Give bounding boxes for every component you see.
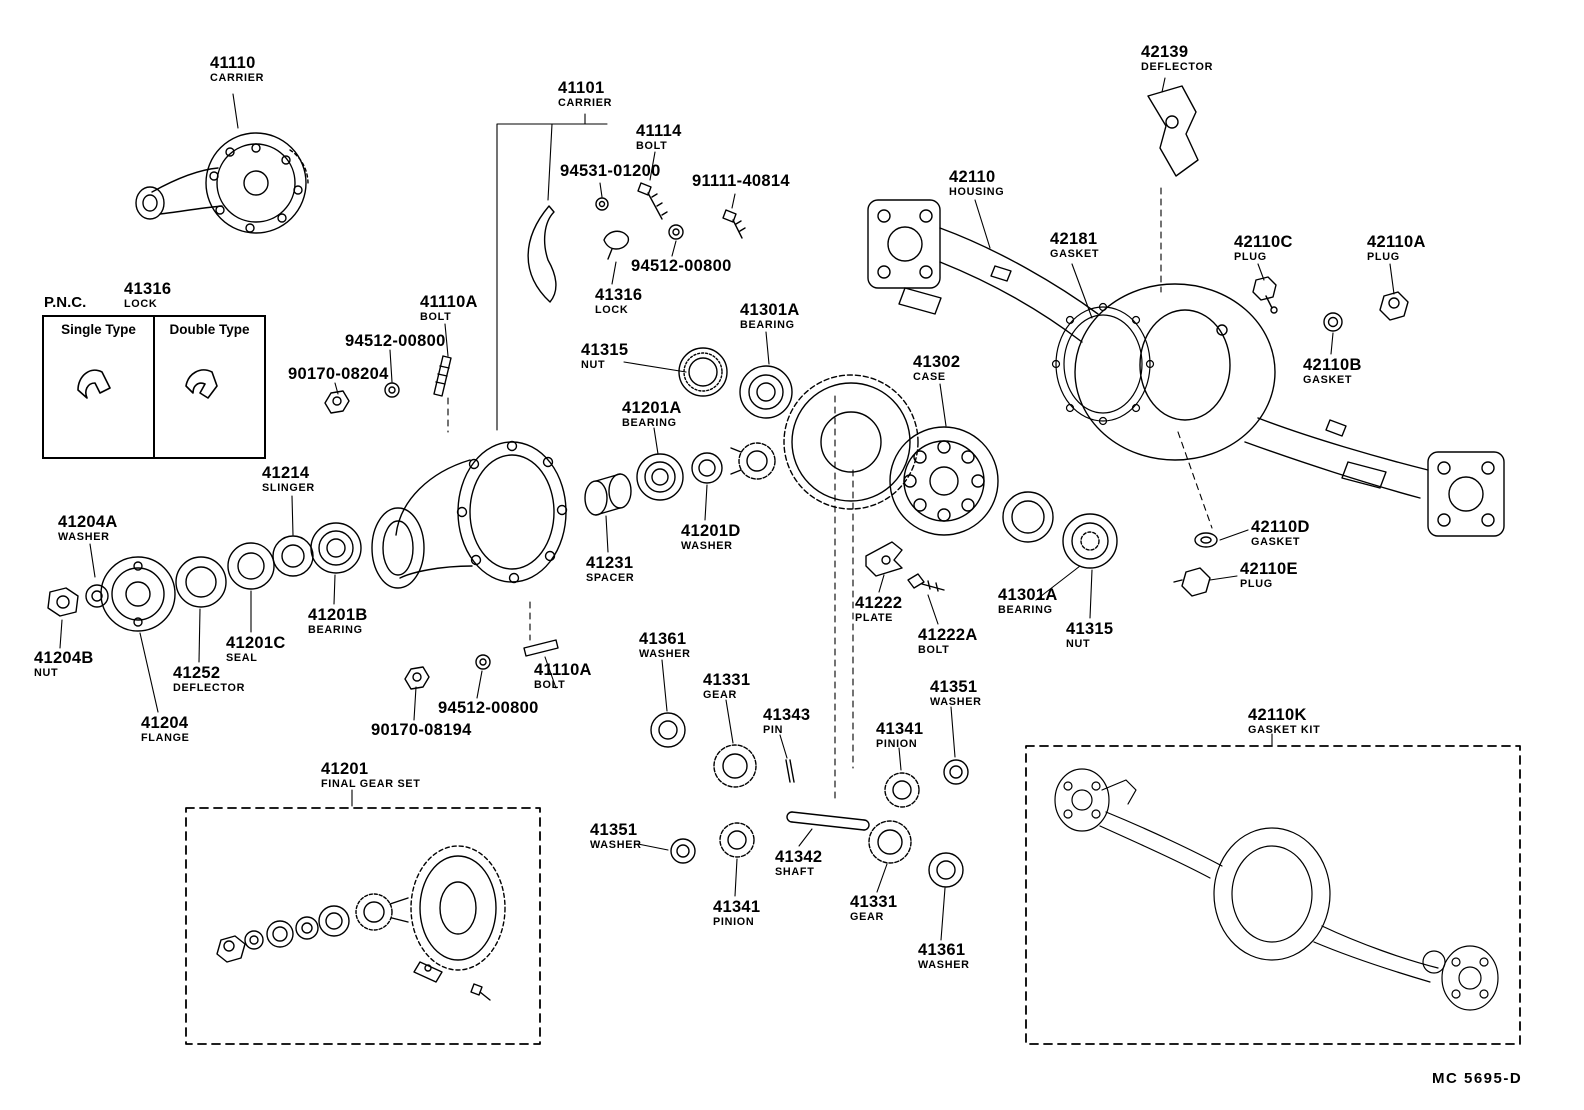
pnc-part-name: LOCK <box>124 297 158 310</box>
bolt-41222A-drawing <box>907 573 945 592</box>
shaft-41342-drawing <box>786 811 870 831</box>
diff-case-41302-drawing <box>889 426 999 536</box>
pinion-parts-drawing <box>584 442 776 516</box>
final-gear-set-drawing <box>216 845 506 1001</box>
pnc-table: Single Type Double Type <box>42 315 266 459</box>
bearing-41301A-left-drawing <box>739 365 793 419</box>
pnc-part-label: 41316 LOCK <box>124 280 172 310</box>
top-bolts-drawing <box>595 182 746 240</box>
flange-41204-drawing <box>100 556 176 632</box>
seal-41201C-drawing <box>227 542 275 590</box>
nut-41315-left-drawing <box>678 347 728 397</box>
bearing-41201A-drawing <box>636 453 684 501</box>
gasket-42110B-drawing <box>1323 312 1343 332</box>
page-code: MC 5695-D <box>1432 1070 1523 1087</box>
pnc-part-number: 41316 <box>124 280 172 298</box>
drive-pinion-drawing <box>730 442 776 480</box>
ring-gear-drawing <box>783 374 919 510</box>
pnc-column-single: Single Type <box>61 322 136 337</box>
pinion-41341-bottom-drawing <box>719 822 755 858</box>
gasket-kit-drawing <box>1054 768 1499 1011</box>
pnc-label: P.N.C. <box>44 294 87 311</box>
washer-41201D-drawing <box>691 452 723 484</box>
nut-41315-right-drawing <box>1062 513 1118 569</box>
axle-housing-42110-drawing <box>867 199 1505 537</box>
gasket-42181-drawing <box>1051 302 1155 426</box>
stud-41110A-top-drawing <box>324 355 452 414</box>
gasket-kit-box <box>1025 745 1521 1045</box>
dashed-lines <box>447 187 1213 801</box>
leader-lines <box>59 77 1395 941</box>
plug-42110A-drawing <box>1379 291 1409 321</box>
gear-41331-bottom-drawing <box>868 820 912 864</box>
lock-41316-drawing <box>527 205 630 303</box>
pin-41343-drawing <box>785 759 795 783</box>
carrier-41110-drawing <box>135 132 309 234</box>
nut-41204B-drawing <box>47 587 79 617</box>
pnc-clip-drawings <box>77 369 218 399</box>
gasket-42110D-drawing <box>1194 532 1218 548</box>
gear-41331-top-drawing <box>713 744 757 788</box>
spacer-41231-drawing <box>584 473 632 516</box>
flange-stack-drawing <box>47 522 362 632</box>
pnc-column-double: Double Type <box>153 317 264 457</box>
stud-41110A-bottom-drawing <box>404 639 559 690</box>
bolt-91111-drawing <box>722 209 746 239</box>
slinger-41214-drawing <box>272 535 314 577</box>
plug-42110C-drawing <box>1252 276 1278 314</box>
plate-41222-drawing <box>865 541 903 577</box>
pinion-41341-right-drawing <box>884 772 920 808</box>
carrier-41101-drawing <box>371 440 568 589</box>
bearing-41201B-drawing <box>310 522 362 574</box>
bearing-41301A-right-drawing <box>1002 491 1054 543</box>
deflector-41252-drawing <box>175 556 227 608</box>
bolt-41114-drawing <box>637 182 668 220</box>
deflector-42139-drawing <box>1147 85 1199 177</box>
plug-42110E-drawing <box>1173 567 1211 597</box>
diff-gears-drawing <box>650 712 969 888</box>
